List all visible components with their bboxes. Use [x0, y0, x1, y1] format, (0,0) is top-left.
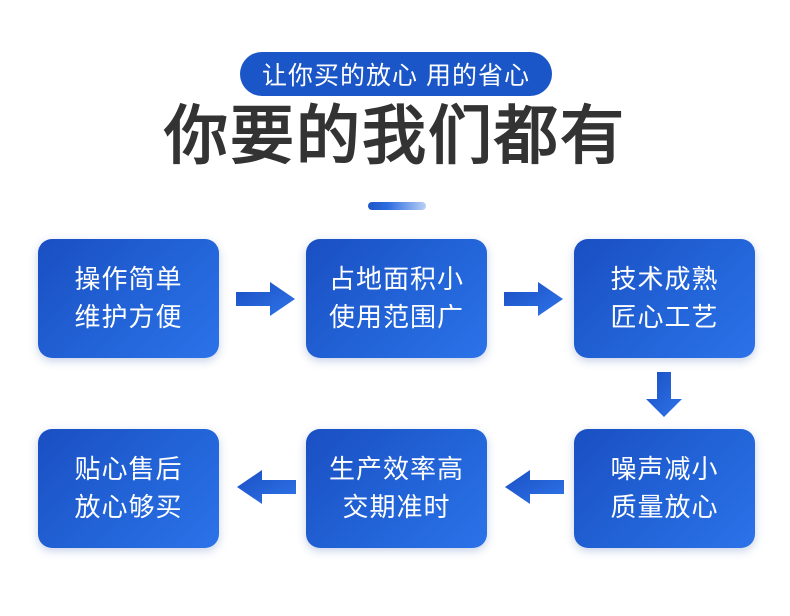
flow-box-4-line2: 质量放心: [610, 491, 719, 522]
page-title: 你要的我们都有: [164, 100, 626, 172]
flow-box-4: 噪声减小 质量放心: [574, 429, 755, 548]
flow-box-6: 贴心售后 放心够买: [38, 429, 219, 548]
flow-box-3-line2: 匠心工艺: [610, 301, 719, 332]
flow-box-2-line2: 使用范围广: [328, 301, 464, 332]
flow-box-5: 生产效率高 交期准时: [306, 429, 487, 548]
flow-box-4-line1: 噪声减小: [610, 453, 719, 484]
flow-box-5-line1: 生产效率高: [328, 453, 464, 484]
tagline-badge-text: 让你买的放心 用的省心: [262, 62, 530, 90]
flow-box-6-line1: 贴心售后: [74, 453, 183, 484]
tagline-badge: 让你买的放心 用的省心: [240, 52, 552, 96]
flow-box-1-line1: 操作简单: [74, 263, 183, 294]
arrow-left-icon: [504, 469, 564, 505]
flow-box-6-line2: 放心够买: [74, 491, 183, 522]
arrow-right-icon: [504, 281, 564, 317]
arrow-down-icon: [644, 372, 684, 418]
flow-box-3: 技术成熟 匠心工艺: [574, 239, 755, 358]
arrow-right-icon: [236, 281, 296, 317]
flow-box-2: 占地面积小 使用范围广: [306, 239, 487, 358]
flow-box-3-line1: 技术成熟: [610, 263, 719, 294]
title-underline-accent: [368, 202, 426, 210]
flow-box-1: 操作简单 维护方便: [38, 239, 219, 358]
flow-box-5-line2: 交期准时: [342, 491, 451, 522]
flow-box-2-line1: 占地面积小: [328, 263, 464, 294]
flow-box-1-line2: 维护方便: [74, 301, 183, 332]
arrow-left-icon: [236, 469, 296, 505]
